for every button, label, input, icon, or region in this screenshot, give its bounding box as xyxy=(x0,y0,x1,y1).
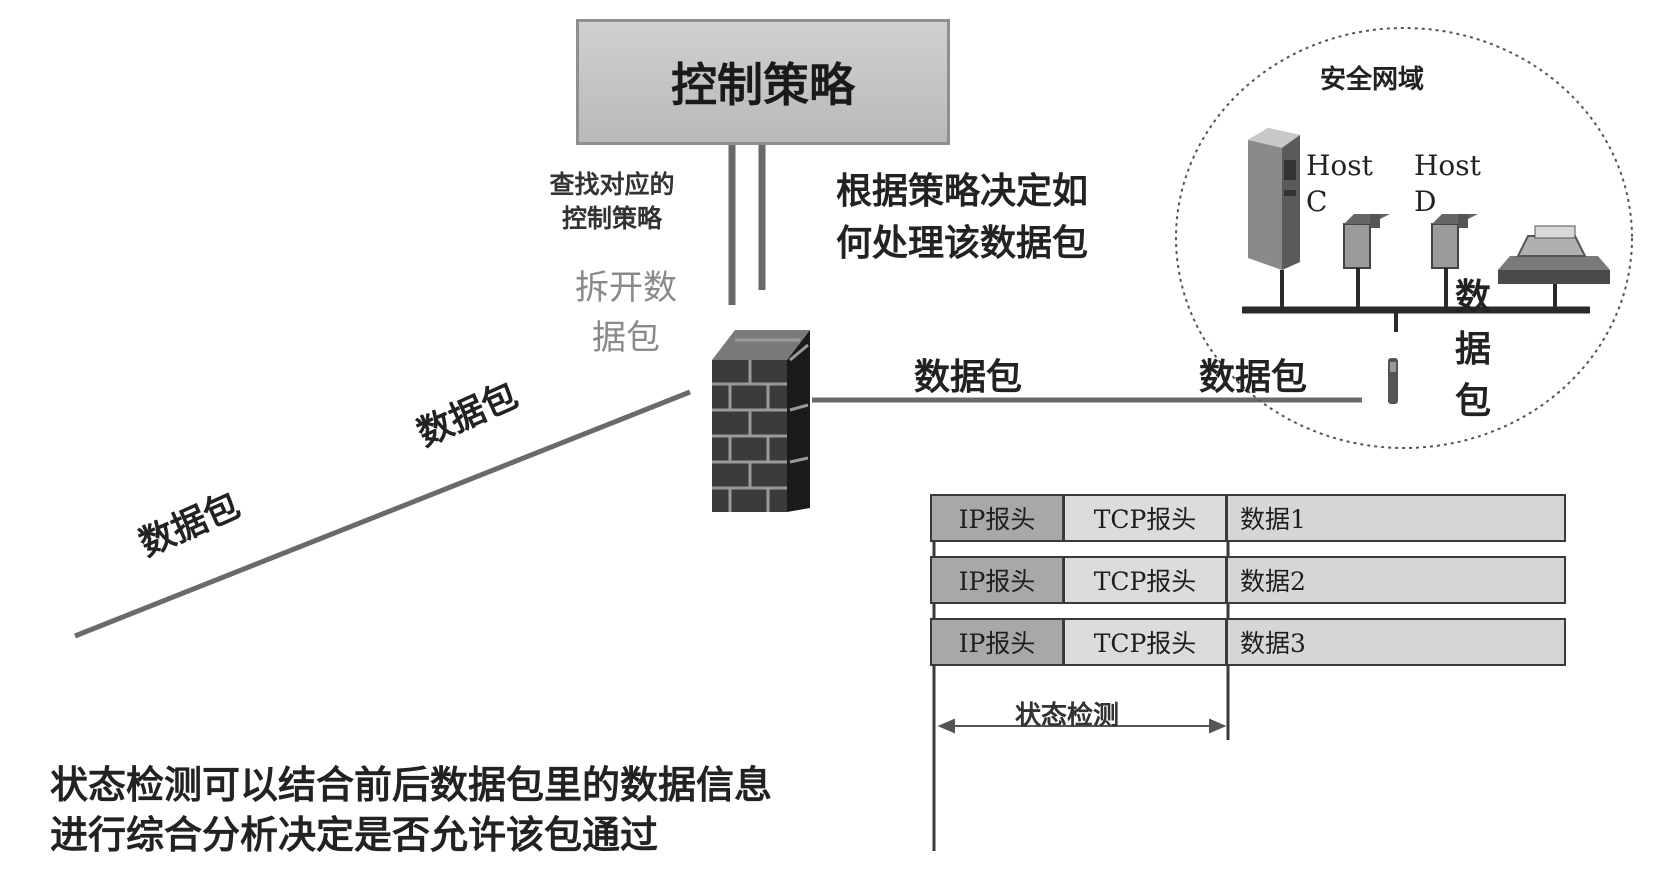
control-policy-box: 控制策略 xyxy=(576,19,950,145)
inspection-span-arrow xyxy=(937,718,1227,734)
unpack-line-1: 拆开数 xyxy=(575,268,677,308)
host-c-line-2: C xyxy=(1306,185,1328,218)
data-cell: 数据1 xyxy=(1228,496,1564,540)
packet-label-middle: 数据包 xyxy=(914,357,1023,398)
unpack-line-2: 据包 xyxy=(592,318,660,358)
packet-vertical-char-1: 数 xyxy=(1454,277,1491,318)
decision-line-2: 何处理该数据包 xyxy=(836,223,1089,264)
lookup-line-1: 查找对应的 xyxy=(549,170,675,199)
lookup-line-2: 控制策略 xyxy=(561,204,662,233)
packet-row: IP报头 TCP报头 数据2 xyxy=(930,556,1566,604)
data-cell: 数据3 xyxy=(1228,620,1564,664)
tcp-header-cell: TCP报头 xyxy=(1065,496,1225,540)
secure-zone-title: 安全网域 xyxy=(1320,65,1425,95)
packet-row: IP报头 TCP报头 数据1 xyxy=(930,494,1566,542)
workstation-icon xyxy=(1343,214,1390,310)
ip-header-cell: IP报头 xyxy=(932,496,1062,540)
incoming-line xyxy=(74,389,691,639)
secure-zone-boundary xyxy=(1175,27,1633,449)
caption: 状态检测可以结合前后数据包里的数据信息 进行综合分析决定是否允许该包通过 xyxy=(50,760,772,860)
decision-label: 根据策略决定如 何处理该数据包 xyxy=(836,166,1088,270)
tcp-header-cell: TCP报头 xyxy=(1065,620,1225,664)
caption-line-1: 状态检测可以结合前后数据包里的数据信息 xyxy=(50,763,773,807)
ip-header-cell: IP报头 xyxy=(932,620,1062,664)
caption-line-2: 进行综合分析决定是否允许该包通过 xyxy=(50,813,659,857)
firewall-icon xyxy=(712,330,810,512)
unpack-label: 拆开数 据包 xyxy=(566,263,686,363)
state-inspection-label: 状态检测 xyxy=(1015,701,1120,731)
packet-vertical-char-2: 据 xyxy=(1454,329,1491,370)
packet-vertical-char-3: 包 xyxy=(1454,381,1491,422)
host-d-line-1: Host xyxy=(1414,149,1481,182)
decision-line-1: 根据策略决定如 xyxy=(836,171,1089,212)
lookup-policy-label: 查找对应的 控制策略 xyxy=(528,168,696,236)
control-policy-label: 控制策略 xyxy=(671,58,855,112)
host-c-label: Host C xyxy=(1306,148,1373,220)
packet-row: IP报头 TCP报头 数据3 xyxy=(930,618,1566,666)
host-d-line-2: D xyxy=(1414,185,1437,218)
printer-icon xyxy=(1498,225,1610,310)
workstation-icon xyxy=(1431,214,1478,310)
packet-icon xyxy=(1388,358,1398,404)
packet-label-right: 数据包 xyxy=(1199,357,1308,398)
tcp-header-cell: TCP报头 xyxy=(1065,558,1225,602)
packet-label-vertical: 数 据 包 xyxy=(1451,272,1495,428)
ip-header-cell: IP报头 xyxy=(932,558,1062,602)
data-cell: 数据2 xyxy=(1228,558,1564,602)
host-c-line-1: Host xyxy=(1306,149,1373,182)
host-d-label: Host D xyxy=(1414,148,1481,220)
server-icon xyxy=(1248,128,1300,310)
